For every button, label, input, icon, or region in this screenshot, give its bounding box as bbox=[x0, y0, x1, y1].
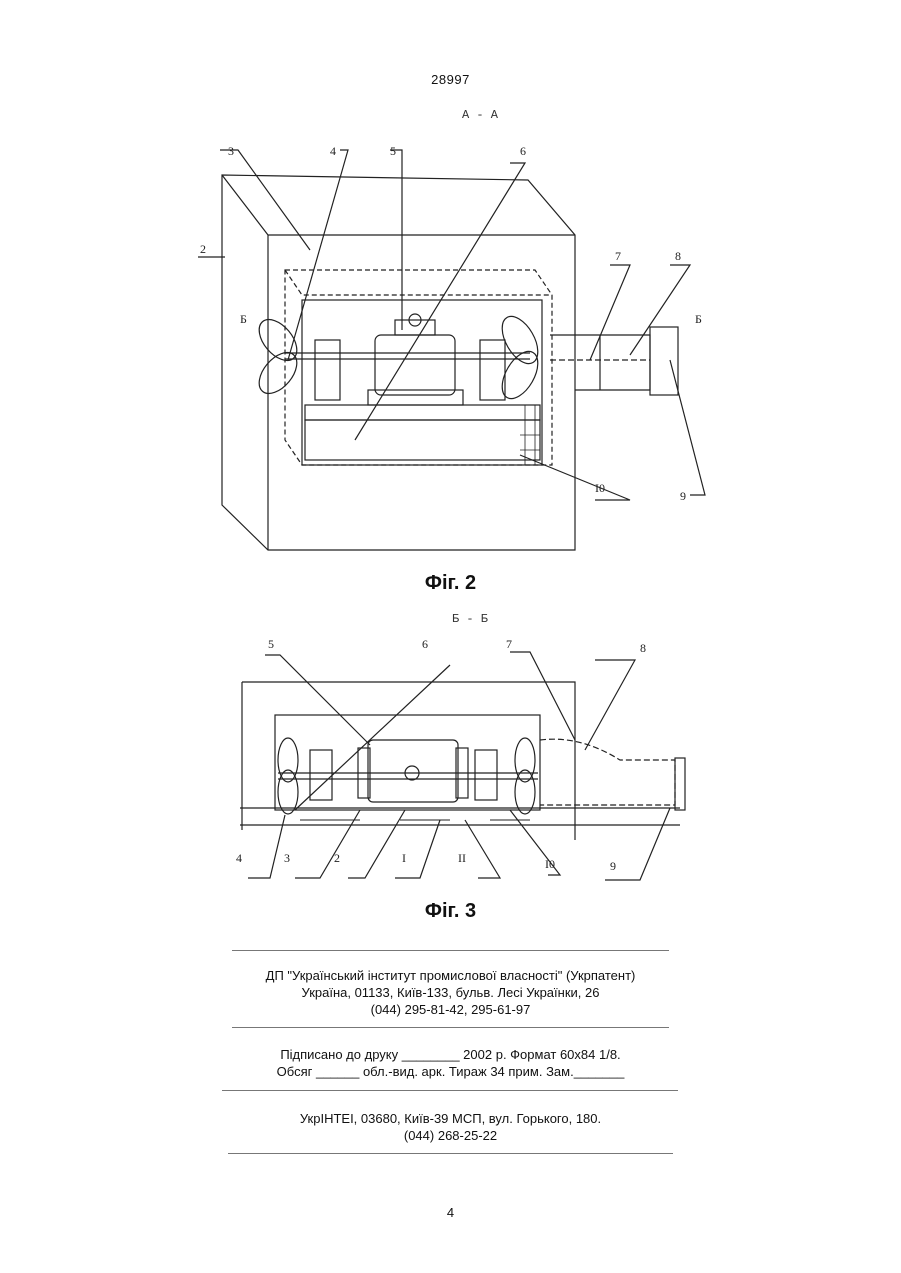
fig3-callout-10: I0 bbox=[545, 857, 555, 871]
printer-phone: (044) 268-25-22 bbox=[0, 1127, 901, 1144]
patent-number: 28997 bbox=[0, 72, 901, 87]
print-info-line-2: Обсяг ______ обл.-вид. арк. Тираж 34 при… bbox=[0, 1063, 901, 1080]
figure-3-drawing: 5 6 7 8 4 3 2 I II I0 9 bbox=[200, 630, 700, 890]
section-label-a-a: А - А bbox=[462, 108, 498, 122]
figure-2-drawing: 3 4 5 6 2 7 8 Б Б I0 9 bbox=[190, 135, 720, 565]
fig3-callout-4: 4 bbox=[236, 851, 242, 865]
fig3-callout-6: 6 bbox=[422, 637, 428, 651]
divider bbox=[232, 950, 669, 951]
publisher-address: Україна, 01133, Київ-133, бульв. Лесі Ук… bbox=[0, 984, 901, 1001]
section-label-b-b: Б - Б bbox=[452, 612, 488, 626]
fig2-callout-3: 3 bbox=[228, 144, 234, 158]
fig3-callout-1: I bbox=[402, 851, 406, 865]
figure-3-caption: Фіг. 3 bbox=[0, 900, 901, 923]
divider bbox=[222, 1090, 678, 1091]
fig3-callout-2: 2 bbox=[334, 851, 340, 865]
fig2-callout-9: 9 bbox=[680, 489, 686, 503]
fig2-callout-b-right: Б bbox=[695, 312, 702, 326]
print-info-line-1: Підписано до друку ________ 2002 р. Форм… bbox=[0, 1046, 901, 1063]
fig3-callout-11: II bbox=[458, 851, 466, 865]
divider bbox=[228, 1153, 673, 1154]
figure-2-caption: Фіг. 2 bbox=[0, 572, 901, 595]
fig3-callout-3: 3 bbox=[284, 851, 290, 865]
printer-address: УкрІНТЕІ, 03680, Київ-39 МСП, вул. Горьк… bbox=[0, 1110, 901, 1127]
publisher-name: ДП "Український інститут промислової вла… bbox=[0, 967, 901, 984]
fig2-callout-8: 8 bbox=[675, 249, 681, 263]
fig2-callout-10: I0 bbox=[595, 481, 605, 495]
publisher-phone: (044) 295-81-42, 295-61-97 bbox=[0, 1001, 901, 1018]
divider bbox=[232, 1027, 669, 1028]
fig2-callout-5: 5 bbox=[390, 144, 396, 158]
fig3-callout-9: 9 bbox=[610, 859, 616, 873]
fig2-callout-2: 2 bbox=[200, 242, 206, 256]
fig3-callout-7: 7 bbox=[506, 637, 512, 651]
fig2-callout-b-left: Б bbox=[240, 312, 247, 326]
page-number: 4 bbox=[0, 1205, 901, 1220]
fig3-callout-5: 5 bbox=[268, 637, 274, 651]
fig2-callout-4: 4 bbox=[330, 144, 336, 158]
fig2-callout-7: 7 bbox=[615, 249, 621, 263]
fig3-callout-8: 8 bbox=[640, 641, 646, 655]
fig2-callout-6: 6 bbox=[520, 144, 526, 158]
